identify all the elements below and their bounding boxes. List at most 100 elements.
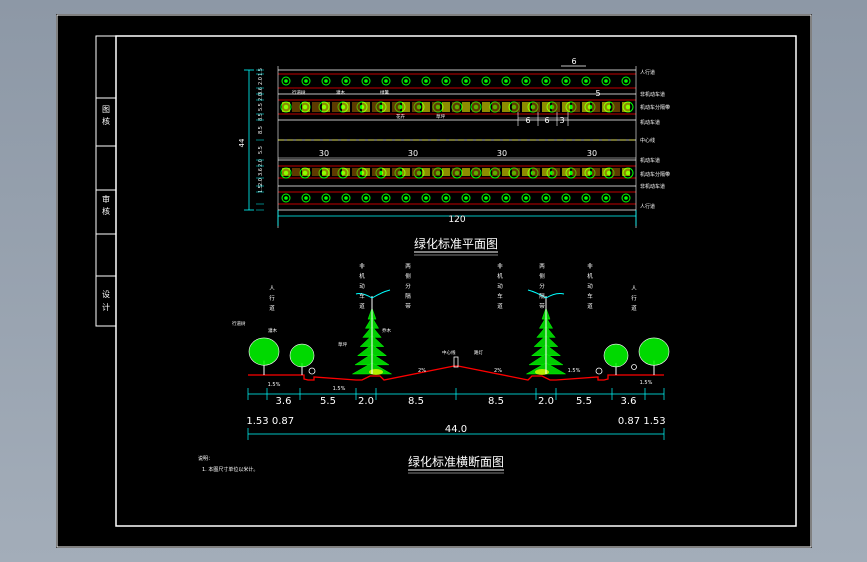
plan-right-label: 非机动车道 [640,91,665,98]
section-vertical-char: 道 [587,302,593,310]
section-vertical-char: 带 [405,303,411,310]
tree-symbol [581,193,591,203]
hedge-block [382,168,390,176]
section-vertical-char: 两 [539,263,545,270]
plan-annotation-5: 草坪 [436,113,445,120]
tree-symbol [341,193,351,203]
hedge-block [502,102,510,112]
tree-symbol [381,193,391,203]
segment-dim-4: 30 [587,149,597,158]
tree-symbol [621,193,631,203]
road-profile [248,365,664,381]
tree-symbol [361,193,371,203]
hedge-block [522,168,530,176]
section-vertical-char: 道 [269,304,275,312]
slope-1: 1.5% [268,382,281,388]
hedge-block [382,102,390,112]
tree-symbol [341,76,351,86]
tree-symbol [541,193,551,203]
hedge-block [512,168,520,176]
hedge-block [462,102,470,112]
tree-center [324,79,328,83]
hedge-block [312,102,320,112]
tree-center [344,79,348,83]
hedge-block [582,168,590,176]
section-vertical-char: 非 [359,262,365,270]
hedge-block [352,102,360,112]
tree-center [604,196,608,200]
tree-center [304,79,308,83]
tree-symbol [481,193,491,203]
hedge-block [442,102,450,112]
tree-center [564,79,568,83]
section-vertical-char: 道 [631,304,637,312]
plan-right-label: 非机动车道 [640,183,665,190]
plan-right-label: 机动车分隔带 [640,104,670,111]
plan-top-dim: 6 [571,57,576,66]
hedge-block [322,168,330,176]
section-vertical-char: 车 [359,292,365,300]
section-vertical-char: 车 [587,292,593,300]
hedge-block [412,168,420,176]
hedge-block [292,168,300,176]
tree-symbol [601,193,611,203]
hedge-block [552,168,560,176]
dim-label-bottom: 1.53 [246,416,268,427]
hedge-block [362,102,370,112]
hedge-block [622,168,630,176]
section-vertical-char: 非 [497,262,503,270]
section-vertical-char: 非 [587,262,593,270]
dim-label-top: 5.5 [576,396,592,407]
hedge-block [412,102,420,112]
plan-left-small-dim: 8.5 [258,113,264,121]
slope-6: 1.5% [640,380,653,386]
tree-center [544,79,548,83]
hedge-block [592,102,600,112]
hedge-block [612,102,620,112]
notes-item-1: 1. 本图尺寸单位以米计。 [202,466,258,473]
plan-right-label: 人行道 [640,203,655,210]
section-label-1: 行道树 [232,320,246,327]
tree-symbol [541,76,551,86]
plan-annotation-4: 花卉 [396,113,405,120]
tree-symbol [421,193,431,203]
hedge-block [422,168,430,176]
tree-center [504,196,508,200]
section-vertical-char: 动 [587,283,593,290]
tree-center [564,196,568,200]
plan-left-small-dim: 5.5 [258,146,264,154]
tree-symbol [561,76,571,86]
tree-center [284,196,288,200]
tree-canopy-outline [603,343,629,368]
tree-symbol [521,76,531,86]
tree-center [444,79,448,83]
plan-annotation-1: 行道树 [292,89,306,96]
plan-left-small-dim: 5.5 [258,103,264,111]
shrub [369,369,383,375]
slope-4: 2% [494,368,502,374]
plan-right-label: 机动车分隔带 [640,171,670,178]
tree-symbol [361,76,371,86]
tree-center [364,79,368,83]
tree-center [504,79,508,83]
hedge-block [442,168,450,176]
slope-2: 1.5% [333,386,346,392]
tree-canopy-outline [638,337,670,366]
dim-label-bottom: 0.87 [618,416,640,427]
plan-total-length: 120 [448,215,465,225]
section-vertical-char: 动 [359,283,365,290]
section-trees [248,307,670,375]
tree-symbol [281,76,291,86]
title-cell-1: 图 [102,105,110,114]
tree-canopy [249,337,279,366]
hedge-block [522,102,530,112]
hedge-block [572,102,580,112]
street-lamp-left [355,289,391,374]
section-label-5: 中心线 [442,349,456,356]
section-vertical-char: 车 [497,292,503,300]
tree-center [384,79,388,83]
plan-right-label: 人行道 [640,69,655,76]
